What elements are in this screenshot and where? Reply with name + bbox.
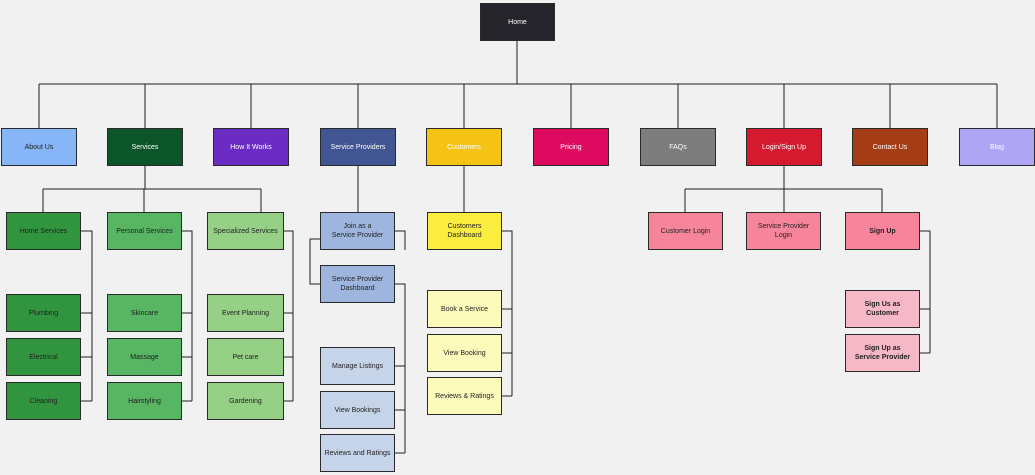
node-sign-up-as-customer[interactable]: Sign Us as Customer xyxy=(845,290,920,328)
node-reviews-and-ratings-provider[interactable]: Reviews and Ratings xyxy=(320,434,395,472)
node-faqs[interactable]: FAQs xyxy=(640,128,716,166)
node-reviews-and-ratings-customer[interactable]: Reviews & Ratings xyxy=(427,377,502,415)
node-sign-up-as-service-provider-label: Sign Up as Service Provider xyxy=(854,345,911,361)
node-home-label: Home xyxy=(508,18,527,26)
node-book-a-service-label: Book a Service xyxy=(440,305,489,313)
node-about-us[interactable]: About Us xyxy=(1,128,77,166)
node-home-services[interactable]: Home Services xyxy=(6,212,81,250)
connector-line-31 xyxy=(309,238,320,285)
node-service-provider-login-label: Service Provider Login xyxy=(757,223,810,239)
node-plumbing[interactable]: Plumbing xyxy=(6,294,81,332)
node-electrical-label: Electrical xyxy=(29,353,58,361)
node-pricing-label: Pricing xyxy=(560,143,582,151)
connector-line-17 xyxy=(81,230,93,401)
node-pet-care-label: Pet care xyxy=(232,353,259,361)
node-services-label: Services xyxy=(131,143,159,151)
node-contact-us-label: Contact Us xyxy=(872,143,908,151)
node-customer-login-label: Customer Login xyxy=(660,227,711,235)
node-customers[interactable]: Customers xyxy=(426,128,502,166)
node-how-it-works-label: How It Works xyxy=(230,143,272,151)
node-sign-up-as-customer-label: Sign Us as Customer xyxy=(864,301,901,317)
node-reviews-and-ratings-provider-label: Reviews and Ratings xyxy=(324,449,391,457)
node-sign-up-as-service-provider[interactable]: Sign Up as Service Provider xyxy=(845,334,920,372)
connector-line-46 xyxy=(920,230,931,353)
node-service-providers-label: Service Providers xyxy=(330,143,386,151)
node-blog-label: Blog xyxy=(989,143,1004,151)
connector-line-25 xyxy=(284,230,294,401)
node-login-sign-up-label: Login/Sign Up xyxy=(762,143,806,151)
node-event-planning-label: Event Planning xyxy=(221,309,270,317)
connector-line-30 xyxy=(395,230,406,250)
node-view-booking-customer[interactable]: View Booking xyxy=(427,334,502,372)
node-customer-login[interactable]: Customer Login xyxy=(648,212,723,250)
node-skincare[interactable]: Skincare xyxy=(107,294,182,332)
connector-line-37 xyxy=(502,230,513,396)
node-reviews-and-ratings-customer-label: Reviews & Ratings xyxy=(435,392,494,400)
node-skincare-label: Skincare xyxy=(130,309,159,317)
node-manage-listings-label: Manage Listings xyxy=(332,362,383,370)
node-event-planning[interactable]: Event Planning xyxy=(207,294,284,332)
node-customers-label: Customers xyxy=(447,143,481,151)
node-view-bookings-provider-label: View Bookings xyxy=(334,406,381,414)
node-view-booking-customer-label: View Booking xyxy=(443,349,486,357)
node-cleaning-label: Cleaning xyxy=(29,397,58,405)
node-customers-dashboard-label: Customers Dashboard xyxy=(447,223,482,239)
node-pet-care[interactable]: Pet care xyxy=(207,338,284,376)
node-book-a-service[interactable]: Book a Service xyxy=(427,290,502,328)
node-personal-services[interactable]: Personal Services xyxy=(107,212,182,250)
node-service-provider-login[interactable]: Service Provider Login xyxy=(746,212,821,250)
node-specialized-services-label: Specialized Services xyxy=(213,227,278,235)
node-cleaning[interactable]: Cleaning xyxy=(6,382,81,420)
node-how-it-works[interactable]: How It Works xyxy=(213,128,289,166)
node-join-as-service-provider-label: Join as a Service Provider xyxy=(331,223,384,239)
node-electrical[interactable]: Electrical xyxy=(6,338,81,376)
node-faqs-label: FAQs xyxy=(669,143,687,151)
node-service-provider-dashboard[interactable]: Service Provider Dashboard xyxy=(320,265,395,303)
node-hairstyling[interactable]: Hairstyling xyxy=(107,382,182,420)
node-home-services-label: Home Services xyxy=(19,227,68,235)
connector-line-21 xyxy=(182,230,193,401)
node-services[interactable]: Services xyxy=(107,128,183,166)
node-personal-services-label: Personal Services xyxy=(116,227,173,235)
connector-line-32 xyxy=(395,283,406,453)
node-plumbing-label: Plumbing xyxy=(28,309,59,317)
node-join-as-service-provider[interactable]: Join as a Service Provider xyxy=(320,212,395,250)
node-contact-us[interactable]: Contact Us xyxy=(852,128,928,166)
node-customers-dashboard[interactable]: Customers Dashboard xyxy=(427,212,502,250)
node-sign-up-label: Sign Up xyxy=(869,227,896,235)
node-service-provider-dashboard-label: Service Provider Dashboard xyxy=(331,276,384,292)
node-blog[interactable]: Blog xyxy=(959,128,1035,166)
node-about-us-label: About Us xyxy=(24,143,54,151)
node-login-sign-up[interactable]: Login/Sign Up xyxy=(746,128,822,166)
node-massage-label: Massage xyxy=(130,353,159,361)
node-home[interactable]: Home xyxy=(480,3,555,41)
node-sign-up[interactable]: Sign Up xyxy=(845,212,920,250)
node-view-bookings-provider[interactable]: View Bookings xyxy=(320,391,395,429)
node-service-providers[interactable]: Service Providers xyxy=(320,128,396,166)
node-gardening[interactable]: Gardening xyxy=(207,382,284,420)
node-hairstyling-label: Hairstyling xyxy=(128,397,161,405)
node-manage-listings[interactable]: Manage Listings xyxy=(320,347,395,385)
node-gardening-label: Gardening xyxy=(229,397,262,405)
node-massage[interactable]: Massage xyxy=(107,338,182,376)
node-specialized-services[interactable]: Specialized Services xyxy=(207,212,284,250)
node-pricing[interactable]: Pricing xyxy=(533,128,609,166)
